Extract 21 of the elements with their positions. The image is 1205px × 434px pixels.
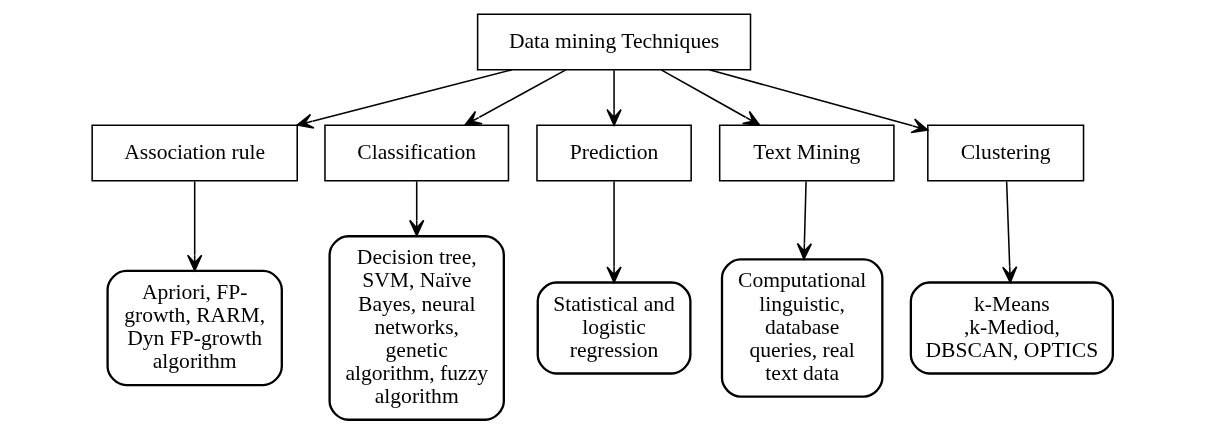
arrow: [606, 69, 622, 126]
node-box: k-Means ,k-Mediod, DBSCAN, OPTICS: [909, 281, 1114, 375]
node-box: Association rule: [91, 124, 298, 182]
arrow: [1002, 180, 1018, 284]
node-box: Computational linguistic, database queries, real text data: [720, 258, 884, 398]
node-box: Clustering: [927, 124, 1085, 182]
arrow: [606, 180, 622, 284]
arrow: [409, 180, 425, 237]
node-box: Prediction: [536, 124, 692, 182]
arrow: [708, 69, 929, 134]
arrow: [187, 180, 203, 272]
node-box: Decision tree, SVM, Naïve Bayes, neural networks, genetic algorithm, fuzzy algorithm: [328, 235, 505, 421]
node-box: Classification: [324, 124, 510, 182]
node-box: Apriori, FP-growth, RARM, Dyn FP-growth algorithm: [106, 269, 283, 387]
node-box: Data mining Techniques: [476, 13, 752, 71]
node-box: Text Mining: [718, 124, 895, 182]
arrow: [796, 180, 813, 260]
arrow: [296, 69, 513, 129]
node-box: Statistical and logistic regression: [536, 281, 692, 375]
arrow: [464, 69, 567, 126]
arrow: [660, 69, 761, 126]
